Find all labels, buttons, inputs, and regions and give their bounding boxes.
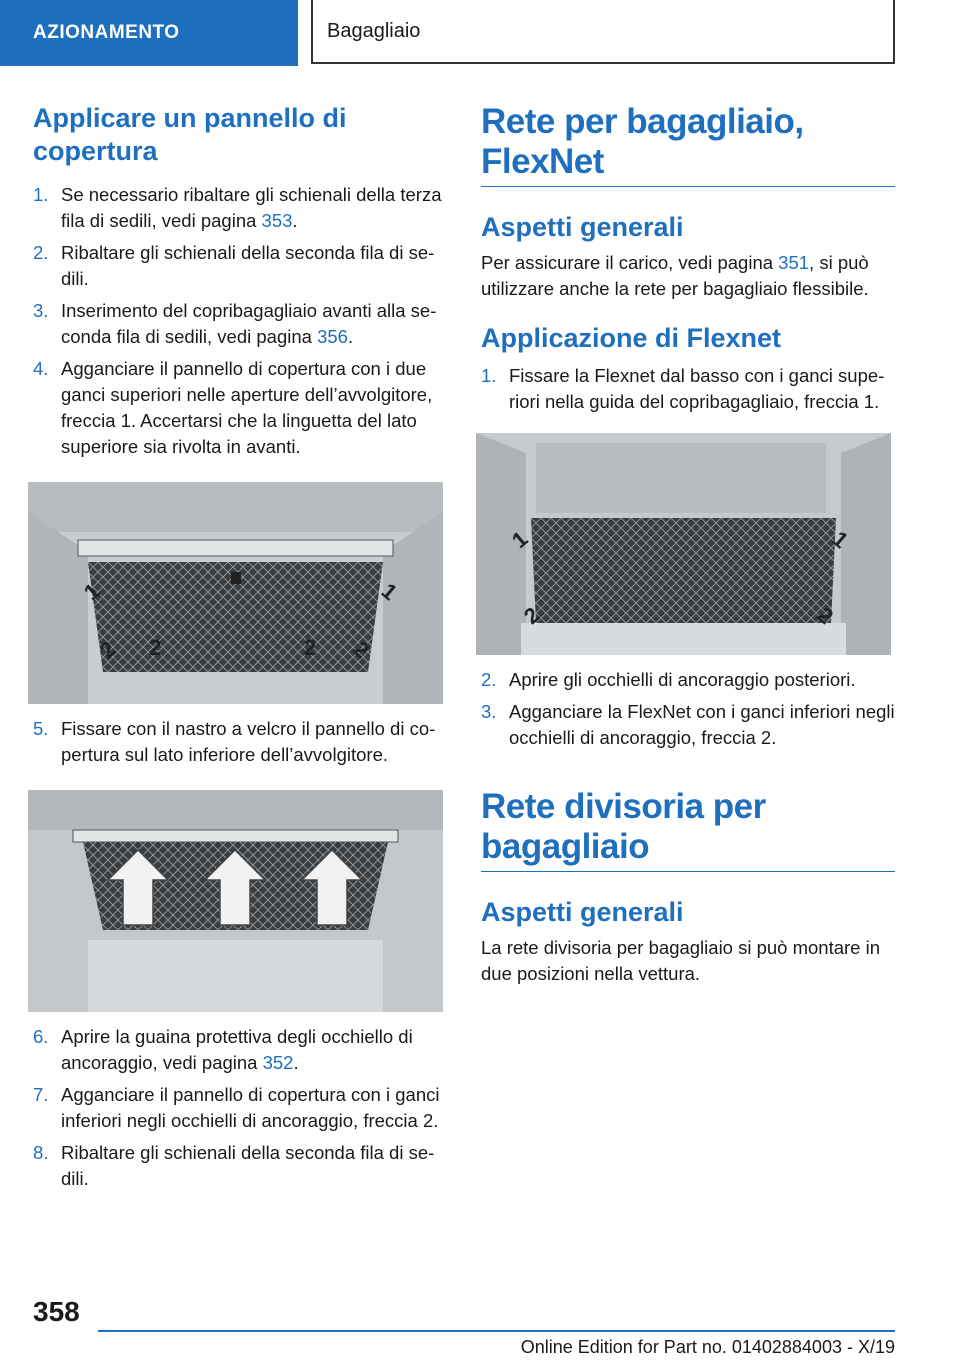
step-number: 8.	[33, 1142, 49, 1163]
step-text-body: Ribaltare gli schienali della seconda fi…	[61, 1142, 435, 1189]
step-item: 2. Aprire gli occhielli di ancoraggio pos…	[481, 667, 895, 693]
figure-cover-panel: 1 2 2 2 2 1	[28, 482, 443, 704]
step-number: 4.	[33, 358, 49, 379]
step-text: Inserimento del copribagagliaio avanti a…	[61, 298, 445, 350]
subheading-general-1: Aspetti generali	[481, 212, 684, 242]
step-item: 3. Inserimento del copribagagliaio avanti…	[33, 298, 445, 350]
step-number: 5.	[33, 718, 49, 739]
subheading-apply-flexnet: Applicazione di Flexnet	[481, 323, 782, 353]
step-text: Fissare con il nastro a velcro il pannel…	[61, 716, 445, 768]
section-tab[interactable]: AZIONAMENTO	[0, 0, 298, 66]
step-text-body: Agganciare il pannello di copertura con …	[61, 1084, 440, 1131]
edition-note: Online Edition for Part no. 01402884003 …	[520, 1337, 895, 1357]
step-text-body: Ribaltare gli schienali della seconda fi…	[61, 242, 435, 289]
step-text-body: Agganciare il pannello di copertura con …	[61, 358, 433, 457]
paragraph-divider-general: La rete divisoria per bagagliaio si può …	[481, 937, 881, 984]
step-number: 3.	[481, 701, 497, 722]
paragraph-text: , si può utilizzare anche la rete per ba…	[481, 252, 869, 299]
left-column: Applicare un pannello di copertura 1. Se …	[28, 102, 445, 1192]
page-number: 358	[33, 1296, 80, 1327]
arrow-label: 2	[149, 635, 162, 660]
page-link[interactable]: 353	[261, 210, 293, 231]
footer-divider	[98, 1330, 895, 1332]
step-text-body: Agganciare la FlexNet con i ganci inferi…	[509, 701, 895, 748]
step-text-body: Se necessario ribaltare gli schienali de…	[61, 184, 442, 231]
chapter-title: Bagagliaio	[311, 0, 895, 64]
step-text-end: .	[293, 1052, 299, 1073]
step-number: 1.	[33, 184, 49, 205]
step-text: Agganciare il pannello di copertura con …	[61, 1082, 445, 1134]
step-item: 7. Agganciare il pannello di copertura co…	[33, 1082, 445, 1134]
flexnet-illustration	[476, 433, 891, 655]
step-text-body: Aprire la guaina protettiva degli occhie…	[61, 1026, 413, 1073]
step-item: 1. Se necessario ribaltare gli schienali …	[33, 182, 445, 234]
right-column: Rete per bagagliaio, FlexNet Aspetti gen…	[476, 102, 895, 987]
flexnet-steps-a: 1. Fissare la Flexnet dal basso con i gan…	[481, 363, 895, 415]
page-link[interactable]: 352	[262, 1052, 294, 1073]
section-heading-cover: Applicare un pannello di copertura	[33, 103, 347, 166]
step-item: 3. Agganciare la FlexNet con i ganci infe…	[481, 699, 895, 751]
figure-velcro	[28, 790, 443, 1012]
step-text: Agganciare la FlexNet con i ganci inferi…	[509, 699, 895, 751]
page-link-351[interactable]: 351	[778, 252, 810, 273]
step-text: Ribaltare gli schienali della seconda fi…	[61, 240, 445, 292]
figure-flexnet: 1 1 2 2	[476, 433, 891, 655]
step-number: 2.	[481, 669, 497, 690]
step-text-body: Fissare con il nastro a velcro il pannel…	[61, 718, 436, 765]
step-text: Ribaltare gli schienali della seconda fi…	[61, 1140, 445, 1192]
step-text-end: .	[347, 326, 354, 347]
step-number: 1.	[481, 365, 497, 386]
step-number: 6.	[33, 1026, 49, 1047]
step-item: 1. Fissare la Flexnet dal basso con i gan…	[481, 363, 895, 415]
step-number: 3.	[33, 300, 49, 321]
subheading-general-2: Aspetti generali	[481, 897, 684, 927]
step-item: 8. Ribaltare gli schienali della seconda …	[33, 1140, 445, 1192]
arrow-label: 2	[304, 635, 317, 660]
page-link[interactable]: 356	[317, 326, 348, 347]
velcro-illustration	[28, 790, 443, 1012]
steps-list-b: 5. Fissare con il nastro a velcro il pann…	[33, 716, 445, 768]
steps-list-c: 6. Aprire la guaina protettiva degli occh…	[33, 1024, 445, 1192]
step-item: 4. Agganciare il pannello di copertura co…	[33, 356, 445, 460]
cover-panel-illustration	[28, 482, 443, 704]
step-item: 6. Aprire la guaina protettiva degli occh…	[33, 1024, 445, 1076]
step-text-body: Inserimento del copribagagliaio avanti a…	[61, 300, 437, 347]
chapter-heading-divider-net: Rete divisoria per bagagliaio	[481, 787, 895, 872]
step-text: Se necessario ribaltare gli schienali de…	[61, 182, 445, 234]
steps-list-a: 1. Se necessario ribaltare gli schienali …	[33, 182, 445, 460]
step-text-body: Aprire gli occhielli di ancoraggio poste…	[509, 669, 856, 690]
step-number: 2.	[33, 242, 49, 263]
step-text-body: Fissare la Flexnet dal basso con i ganci…	[509, 365, 885, 412]
step-text: Aprire la guaina protettiva degli occhie…	[61, 1024, 445, 1076]
paragraph-text: Per assicurare il carico, vedi pagina	[481, 252, 779, 273]
step-item: 5. Fissare con il nastro a velcro il pann…	[33, 716, 445, 768]
step-text: Agganciare il pannello di copertura con …	[61, 356, 445, 460]
step-item: 2. Ribaltare gli schienali della seconda …	[33, 240, 445, 292]
step-number: 7.	[33, 1084, 49, 1105]
chapter-heading-flexnet: Rete per bagagliaio, FlexNet	[481, 102, 895, 187]
paragraph-flexnet-general: Per assicurare il carico, vedi pagina 35…	[481, 250, 895, 302]
step-text-end: .	[292, 210, 298, 231]
step-text: Aprire gli occhielli di ancoraggio poste…	[509, 667, 895, 693]
flexnet-steps-b: 2. Aprire gli occhielli di ancoraggio pos…	[481, 667, 895, 751]
step-text: Fissare la Flexnet dal basso con i ganci…	[509, 363, 895, 415]
